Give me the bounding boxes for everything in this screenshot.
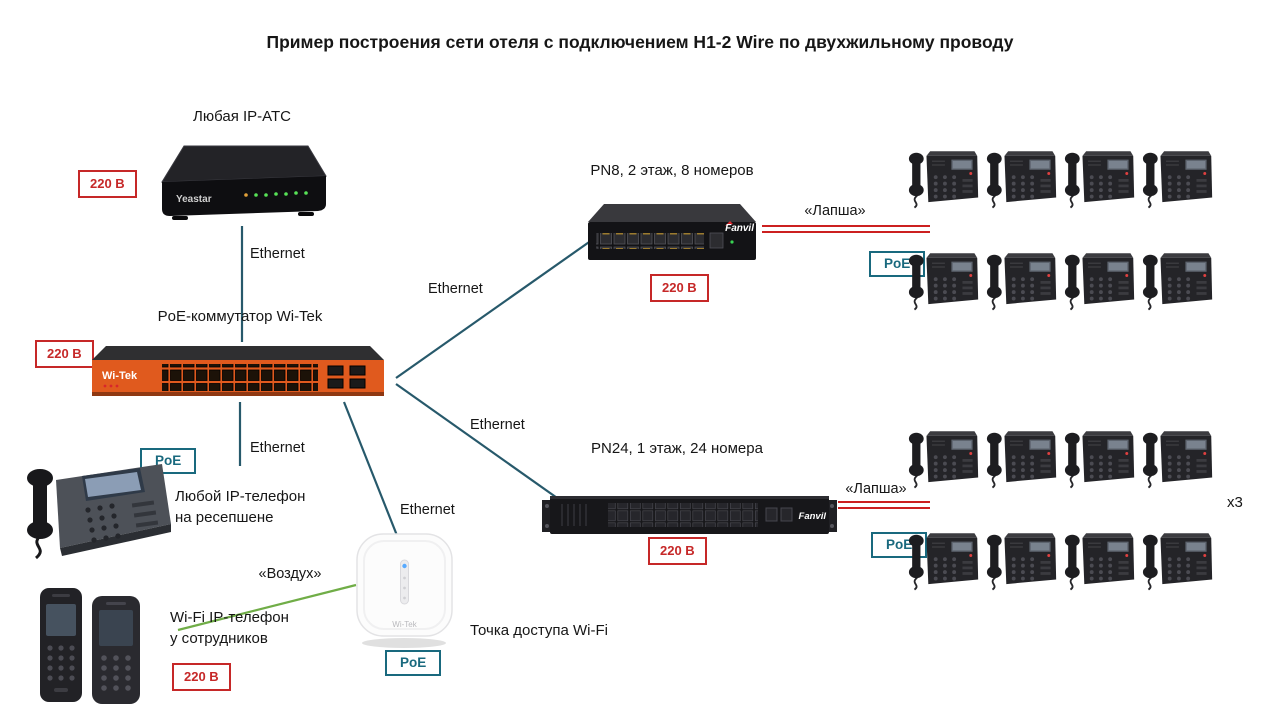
- pn8-label: PN8, 2 этаж, 8 номеров: [590, 162, 754, 179]
- pbx-led-row: [244, 191, 308, 197]
- room-phone-icon: [908, 250, 980, 312]
- room-phone-icon: [908, 530, 980, 592]
- room-phone-icon: [1142, 428, 1214, 490]
- room-phone-icon: [1142, 530, 1214, 592]
- power-badge-pbx: 220 В: [78, 170, 137, 198]
- power-badge-wifi-phone: 220 В: [172, 663, 231, 691]
- room-phone-icon: [1064, 250, 1136, 312]
- ethernet-label-core-pn24: Ethernet: [470, 417, 525, 433]
- wifi-handset1-keypad: [47, 645, 75, 681]
- room-phone-icon: [986, 148, 1058, 210]
- pn24-brand-text: Fanvil: [799, 511, 827, 522]
- room-phone-icon: [1064, 428, 1136, 490]
- ethernet-label-pbx-core: Ethernet: [250, 246, 305, 262]
- pn8-brand-text: Fanvil: [725, 223, 754, 234]
- reception-phone-softkeys: [131, 500, 159, 528]
- room-phone-icon: [908, 148, 980, 210]
- access-point-label: Точка доступа Wi-Fi: [470, 622, 608, 639]
- room-phone-icon: [986, 250, 1058, 312]
- line-core-to-pn8: [395, 239, 593, 379]
- pn24-device-icon: Fanvil: [542, 496, 837, 534]
- pn24-label: PN24, 1 этаж, 24 номера: [591, 440, 763, 457]
- room-phone-icon: [1064, 530, 1136, 592]
- core-switch-led-dots: [103, 384, 119, 388]
- ethernet-label-core-ap: Ethernet: [400, 502, 455, 518]
- line-core-to-access-point: [342, 401, 400, 539]
- line-core-to-pn24: [395, 383, 561, 501]
- phones-floor2-grid: [908, 148, 1220, 352]
- pbx-device-icon: Yeastar: [161, 145, 327, 220]
- phones-floor1-grid: [908, 428, 1220, 632]
- access-point-device-icon: Wi-Tek: [356, 533, 453, 648]
- reception-phone-keypad: [85, 503, 121, 543]
- reception-phone-device-icon: [27, 464, 171, 560]
- pbx-label: Любая IP-АТС: [193, 108, 291, 125]
- lapsha-label-pn8: «Лапша»: [804, 203, 866, 219]
- power-badge-core-switch: 220 В: [35, 340, 94, 368]
- ethernet-label-core-reception: Ethernet: [250, 440, 305, 456]
- room-phone-icon: [986, 530, 1058, 592]
- wifi-phone-label: Wi-Fi IP-телефон у сотрудников: [170, 609, 289, 648]
- page-title: Пример построения сети отеля с подключен…: [266, 32, 1014, 52]
- pn24-vents: [561, 504, 587, 526]
- multiplier-label: x3: [1227, 494, 1243, 511]
- wifi-handset2-keypad: [101, 655, 131, 691]
- power-badge-pn24: 220 В: [648, 537, 707, 565]
- room-phone-icon: [986, 428, 1058, 490]
- power-badge-pn8: 220 В: [650, 274, 709, 302]
- ethernet-label-core-pn8: Ethernet: [428, 281, 483, 297]
- reception-phone-label: Любой IP-телефон на ресепшене: [175, 488, 306, 527]
- core-switch-device-icon: Wi-Tek: [92, 346, 384, 396]
- room-phone-icon: [1064, 148, 1136, 210]
- room-phone-icon: [1142, 148, 1214, 210]
- pbx-brand-text: Yeastar: [176, 194, 212, 205]
- core-switch-brand-text: Wi-Tek: [102, 370, 138, 382]
- room-phone-icon: [908, 428, 980, 490]
- poe-badge-access-point: PoE: [385, 650, 442, 677]
- core-switch-label: PoE-коммутатор Wi-Tek: [157, 308, 323, 325]
- air-label: «Воздух»: [258, 566, 322, 582]
- lapsha-label-pn24: «Лапша»: [845, 481, 907, 497]
- room-phone-icon: [1142, 250, 1214, 312]
- access-point-brand-text: Wi-Tek: [392, 620, 417, 629]
- wifi-handsets-device-icon: [40, 588, 140, 704]
- pn8-device-icon: Fanvil: [588, 204, 756, 260]
